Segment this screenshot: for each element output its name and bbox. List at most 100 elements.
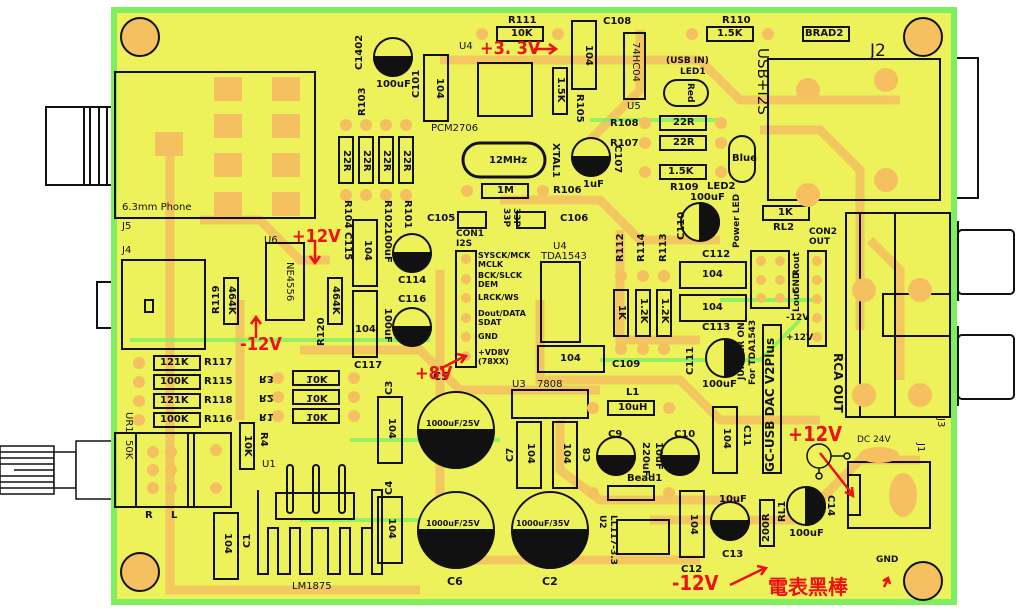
c5-value: 1000uF/25V [426, 419, 480, 428]
r109-value: 1.5K [668, 166, 694, 177]
r110-label: R110 [722, 15, 751, 26]
r22-b: 22R [361, 150, 372, 172]
rl2-label: RL2 [773, 222, 795, 233]
c11-value: 104 [721, 428, 732, 449]
r22-c: 22R [381, 150, 392, 172]
u1-label: U1 [262, 459, 276, 470]
r109-label: R109 [670, 182, 699, 193]
r114-value: 1.2K [638, 298, 649, 324]
j5-label: J5 [122, 221, 132, 232]
j1-outline [847, 461, 931, 529]
r101-label: R101 [402, 200, 413, 229]
r108-value: 22R [673, 117, 695, 128]
pin-bck: BCK/SLCK [478, 271, 523, 280]
c7-label: C7 [505, 447, 516, 462]
led1-body [663, 79, 709, 107]
r106-value: 1M [497, 185, 514, 196]
c1402-value: 100uF [376, 79, 411, 90]
c6-label: C6 [447, 575, 463, 588]
c3-label: C3 [384, 380, 395, 395]
xtal-value: 12MHz [489, 155, 528, 166]
r2-label: R2 [259, 392, 274, 403]
c110-value: 100uF [690, 192, 725, 203]
u3-7808-body [511, 389, 589, 419]
c113-label: C113 [702, 322, 731, 333]
l1-value: 10uH [618, 402, 648, 413]
r3-value: 10K [306, 373, 328, 384]
r106-label: R106 [553, 185, 582, 196]
c1-label: C1 [242, 533, 253, 548]
c1-value: 104 [222, 533, 233, 554]
electrolytic-caps [372, 37, 826, 569]
pin-mclk: MCLK [478, 260, 504, 269]
tda1543-label: TDA1543 [541, 251, 587, 262]
c5-label: C5 [433, 370, 449, 383]
j2-label: J2 [870, 41, 886, 61]
r113-value: 1.2K [659, 298, 670, 324]
u4-top-label: U4 [459, 41, 473, 52]
c115-value: 104 [362, 240, 373, 261]
led2-body [728, 135, 756, 183]
r111-value: 10K [511, 28, 533, 39]
jumper-label: JUMPER ON [737, 322, 747, 380]
u6-label: U6 [264, 235, 278, 246]
r104-label: R104 [342, 200, 353, 229]
c12-value: 104 [688, 514, 699, 535]
annotation-3v3: +3. 3V [480, 38, 541, 59]
con1-label: CON1 [456, 229, 485, 239]
xtal-label: XTAL1 [550, 143, 561, 178]
annotation-p12v-top: +12V [292, 226, 341, 247]
r113-label: R113 [658, 233, 669, 262]
c114-value: 100uF [382, 228, 393, 263]
mounting-holes [120, 17, 943, 601]
r119-label: R119 [211, 285, 222, 314]
rca-out-label: RCA OUT [831, 353, 845, 413]
pin-lrck: LRCK/WS [478, 293, 519, 302]
annotation-m12v-bottom: -12V [672, 571, 719, 595]
c109-value: 104 [560, 353, 581, 364]
con2-pin-lout: Lout [792, 289, 802, 312]
r102-label: R102 [382, 200, 393, 229]
r120-value: 464K [330, 286, 341, 315]
c9-value: 220uF [640, 442, 651, 477]
phone-jack-body [45, 106, 115, 186]
c117-value: 104 [355, 324, 376, 335]
gnd-label: GND [876, 555, 899, 565]
rl2-value: 1K [778, 207, 793, 218]
j4-label: J4 [122, 245, 132, 256]
u6-ic-label: NE4556 [284, 262, 295, 302]
r107-label: R107 [610, 138, 639, 149]
xtal-body [461, 141, 547, 179]
pin-78xx: (78XX) [478, 357, 509, 366]
con2-label: CON2 [809, 227, 838, 237]
u4-pcm2706-body [477, 62, 533, 117]
potentiometer-knob [0, 440, 115, 500]
through-hole-pads [133, 28, 932, 499]
r117-value: 121K [160, 357, 189, 368]
annotation-meter-black-probe: 電表黑棒 [768, 575, 848, 599]
con1-header [455, 250, 477, 368]
c111-label: C111 [685, 346, 696, 375]
c116-value: 100uF [382, 308, 393, 343]
rl1-value: 200R [761, 513, 772, 542]
c11-label: C11 [741, 425, 752, 447]
led1-value: Red [685, 83, 695, 103]
r107-value: 22R [673, 137, 695, 148]
rl1-label: RL1 [777, 500, 788, 522]
jumper-block [750, 250, 790, 309]
c111-value: 100uF [702, 379, 737, 390]
usb-i2s-label: USB+I2S [754, 48, 772, 115]
pin-sysck: SYSCK/MCK [478, 251, 531, 260]
c112-value: 104 [702, 269, 723, 280]
c115-label: C115 [342, 232, 353, 261]
resistor-bodies [153, 26, 850, 547]
dc-pad [889, 473, 917, 517]
c3-value: 104 [386, 418, 397, 439]
r112-value: 1K [616, 305, 627, 320]
r115-value: 100K [160, 376, 189, 387]
pin-gnd: GND [478, 332, 498, 341]
u4-mid-label: U4 [553, 241, 567, 252]
dc24-label: DC 24V [857, 435, 891, 445]
r116-value: 100K [160, 414, 189, 425]
j2-outline [767, 58, 941, 201]
